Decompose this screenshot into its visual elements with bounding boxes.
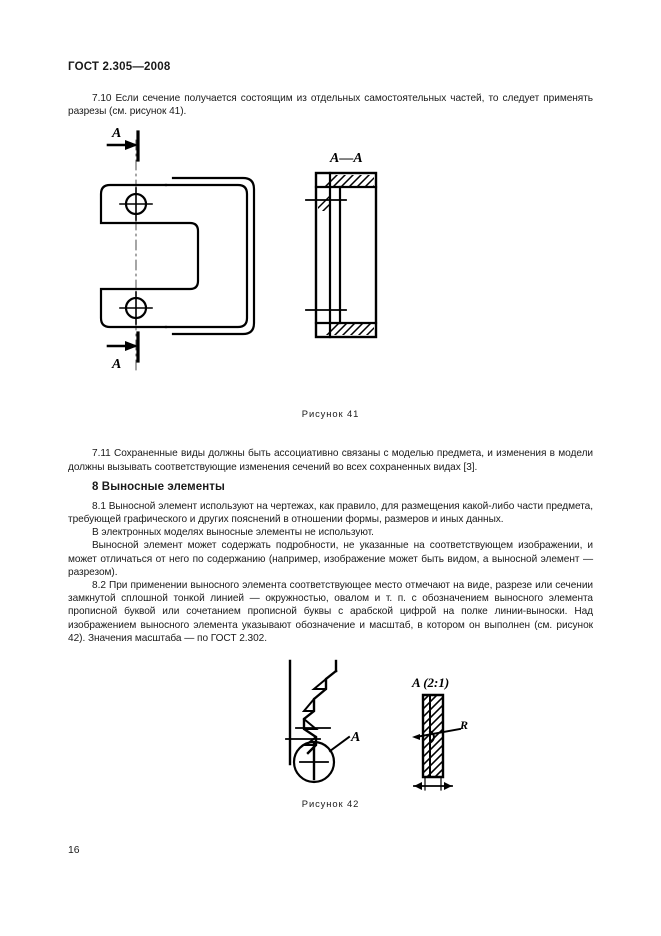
paragraph-7-11: 7.11 Сохраненные виды должны быть ассоци… [68,448,593,473]
figure-42-drawing: A A (2:1) R [285,659,468,791]
figure-41-caption: Рисунок 41 [301,408,360,420]
figure-41: A A A—A Рисунок 41 [68,118,593,419]
figure-42-radius-label: R [459,718,468,732]
figure-41-section-letter-top: A [111,126,121,141]
paragraph-8-1-b: В электронных моделях выносные элементы … [92,527,374,539]
figure-42: A A (2:1) R Рисунок 42 [68,659,593,809]
paragraph-7-10: 7.10 Если сечение получается состоящим и… [68,93,593,118]
figure-42-detail-letter: A [350,730,360,745]
figure-41-section-view-label: A—A [329,151,363,166]
page-number: 16 [68,845,80,856]
figure-42-detail-view-label: A (2:1) [411,675,449,690]
document-content: 7.10 Если сечение получается состоящим и… [68,92,593,809]
figure-41-section-letter-bottom: A [111,357,121,372]
section-heading-8: 8 Выносные элементы [92,480,225,493]
paragraph-8-1-a: 8.1 Выносной элемент используют на черте… [68,500,593,526]
figure-42-caption: Рисунок 42 [301,798,360,810]
paragraph-8-1-c: Выносной элемент может содержать подробн… [68,540,593,578]
page-header-standard-number: ГОСТ 2.305—2008 [68,61,171,73]
figure-41-drawing: A A A—A [99,126,378,372]
paragraph-8-2: 8.2 При применении выносного элемента со… [68,580,593,644]
